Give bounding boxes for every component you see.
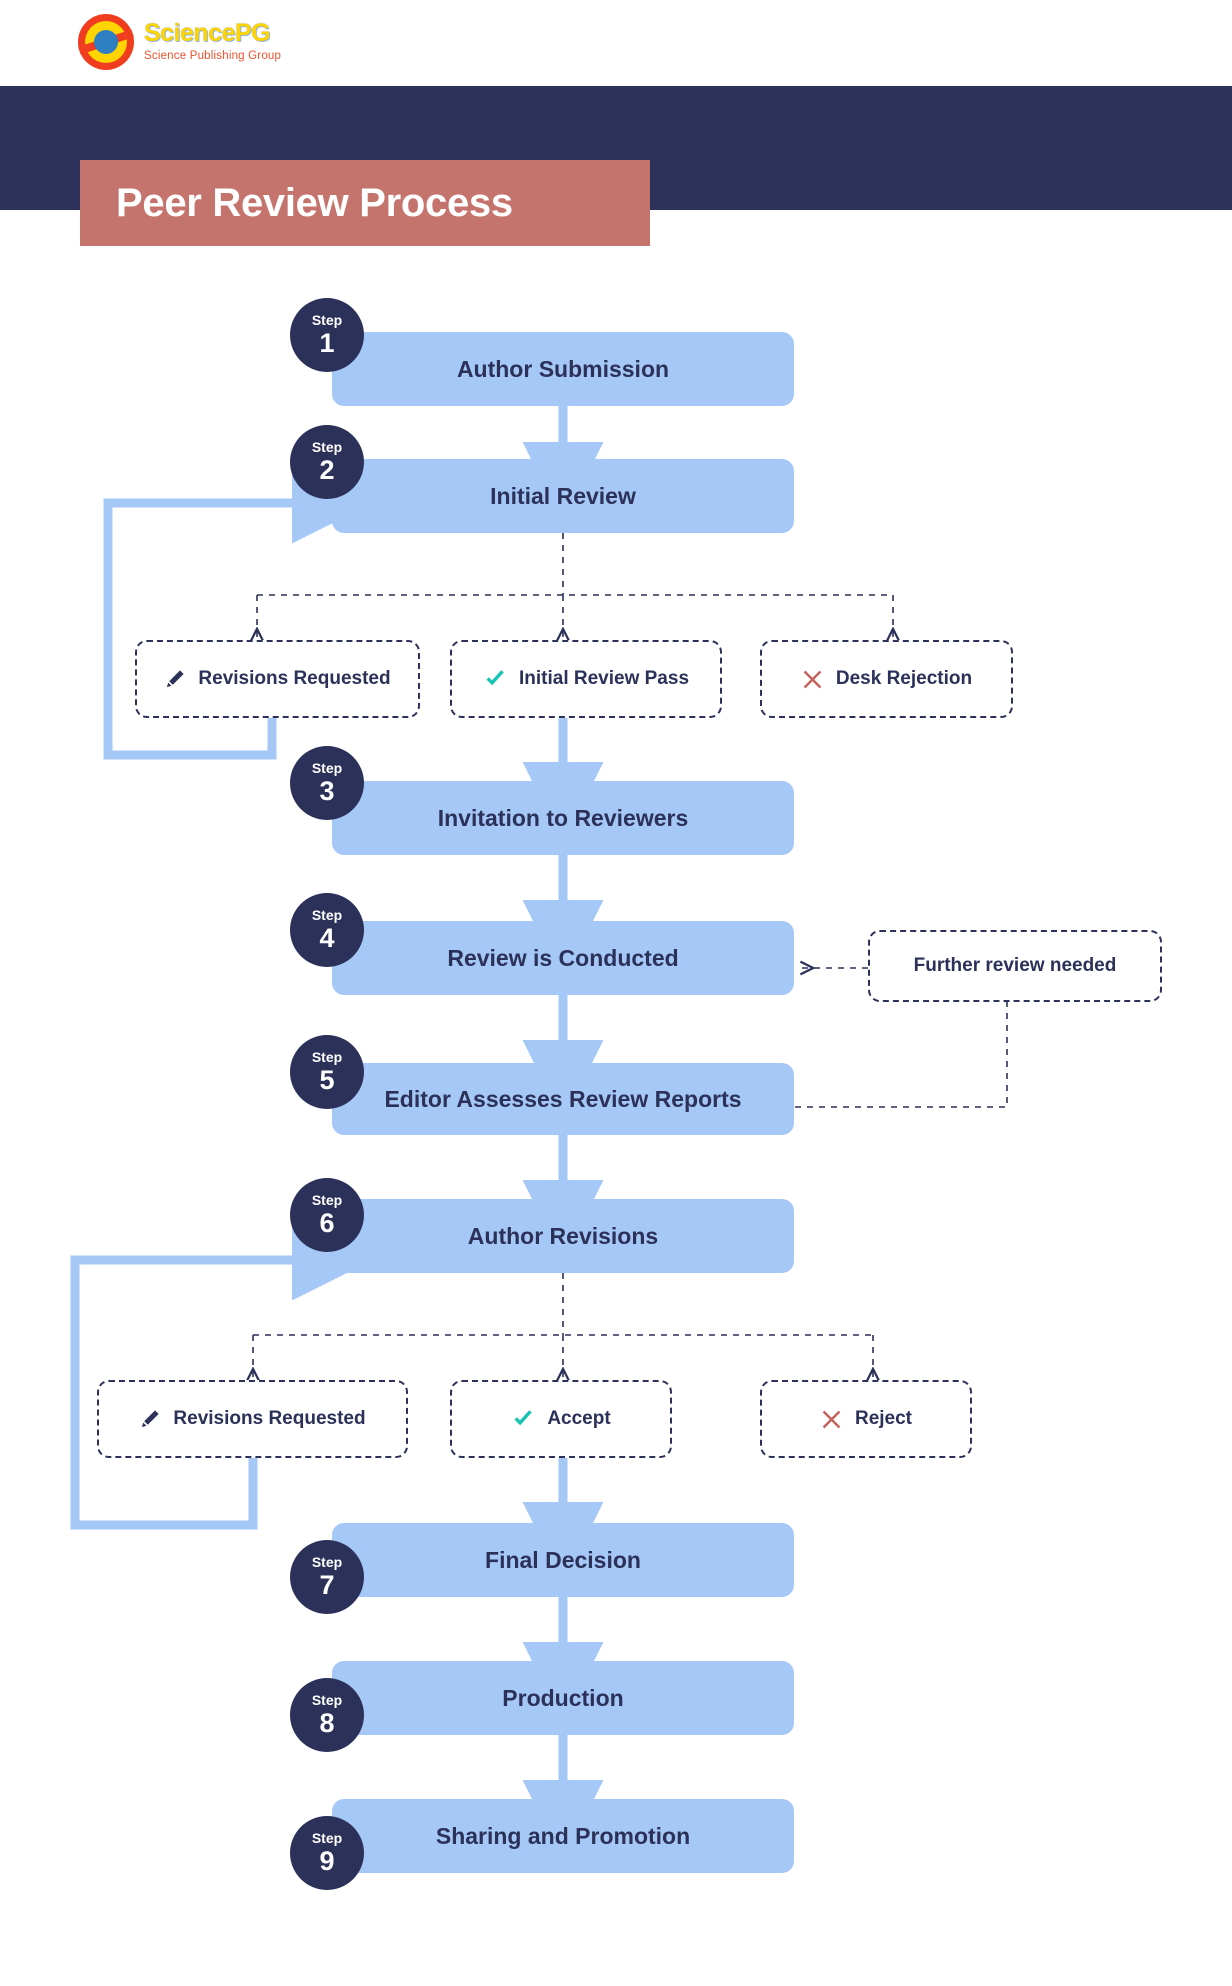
step-label-2: Initial Review — [490, 482, 636, 509]
step-box-review-is-conducted[interactable]: Review is Conducted — [332, 921, 794, 995]
step-box-initial-review[interactable]: Initial Review — [332, 459, 794, 533]
brand-name: SciencePG — [144, 19, 271, 48]
page-title: Peer Review Process — [116, 180, 513, 225]
check-icon — [483, 667, 507, 691]
step-badge-label-9: Step — [311, 1829, 343, 1846]
decision-box-reject[interactable]: Reject — [760, 1380, 972, 1458]
step-box-editor-assesses-review-reports[interactable]: Editor Assesses Review Reports — [332, 1063, 794, 1135]
decision-label-desk-rejection: Desk Rejection — [835, 668, 973, 689]
step-badge-number-5: 5 — [319, 1064, 335, 1095]
step-box-invitation-to-reviewers[interactable]: Invitation to Reviewers — [332, 781, 794, 855]
decision-box-accept[interactable]: Accept — [450, 1380, 672, 1458]
step-badge-label-5: Step — [311, 1048, 343, 1065]
page-title-box: Peer Review Process — [80, 160, 650, 246]
brand-tagline: Science Publishing Group — [144, 50, 282, 63]
step-badge-number-6: 6 — [319, 1207, 335, 1238]
step-label-9: Sharing and Promotion — [435, 1822, 691, 1849]
step-badge-label-1: Step — [311, 311, 343, 328]
step-badge-label-6: Step — [311, 1191, 343, 1208]
step-badge-9: Step 9 — [290, 1816, 364, 1890]
decision-label-accept: Accept — [547, 1408, 611, 1429]
step-box-author-revisions[interactable]: Author Revisions — [332, 1199, 794, 1273]
step-box-author-submission[interactable]: Author Submission — [332, 332, 794, 406]
side-note-further-review-needed[interactable]: Further review needed — [868, 930, 1162, 1002]
brand-text: SciencePG Science Publishing Group — [144, 21, 281, 63]
step-box-sharing-and-promotion[interactable]: Sharing and Promotion — [332, 1799, 794, 1873]
step-badge-number-1: 1 — [319, 327, 335, 358]
step-box-final-decision[interactable]: Final Decision — [332, 1523, 794, 1597]
decision-label-initial-review-pass: Initial Review Pass — [518, 668, 690, 689]
step-badge-label-8: Step — [311, 1691, 343, 1708]
step-badge-label-3: Step — [311, 759, 343, 776]
side-note-label: Further review needed — [913, 955, 1117, 976]
step-badge-2: Step 2 — [290, 425, 364, 499]
step-badge-number-2: 2 — [319, 454, 335, 485]
step-box-production[interactable]: Production — [332, 1661, 794, 1735]
decision-box-initial-review-pass[interactable]: Initial Review Pass — [450, 640, 722, 718]
step-badge-label-4: Step — [311, 906, 343, 923]
step-label-6: Author Revisions — [467, 1222, 659, 1249]
cross-icon — [820, 1408, 843, 1431]
step-label-3: Invitation to Reviewers — [437, 804, 689, 831]
step-badge-number-3: 3 — [319, 775, 335, 806]
step-badge-3: Step 3 — [290, 746, 364, 820]
decision-label-revisions-requested-2: Revisions Requested — [173, 1408, 366, 1429]
check-icon — [511, 1407, 535, 1431]
brand-logo: SciencePG Science Publishing Group — [78, 14, 281, 70]
decision-box-desk-rejection[interactable]: Desk Rejection — [760, 640, 1013, 718]
pencil-icon — [139, 1408, 161, 1430]
logo-bar: SciencePG Science Publishing Group — [0, 0, 1232, 86]
step-label-1: Author Submission — [456, 355, 670, 382]
sciencepg-circle-logo-icon — [78, 14, 134, 70]
step-label-8: Production — [502, 1684, 624, 1711]
step-badge-5: Step 5 — [290, 1035, 364, 1109]
step-badge-6: Step 6 — [290, 1178, 364, 1252]
step-badge-7: Step 7 — [290, 1540, 364, 1614]
step-badge-number-9: 9 — [319, 1845, 335, 1876]
step-badge-4: Step 4 — [290, 893, 364, 967]
step-label-7: Final Decision — [485, 1546, 641, 1573]
step-badge-number-4: 4 — [319, 922, 335, 953]
step-badge-1: Step 1 — [290, 298, 364, 372]
decision-label-revisions-requested-1: Revisions Requested — [198, 668, 391, 689]
decision-label-reject: Reject — [854, 1408, 913, 1429]
decision-box-revisions-requested-2[interactable]: Revisions Requested — [97, 1380, 408, 1458]
step-badge-number-8: 8 — [319, 1707, 335, 1738]
step-badge-label-7: Step — [311, 1553, 343, 1570]
step-label-5: Editor Assesses Review Reports — [384, 1085, 742, 1112]
step-badge-number-7: 7 — [319, 1569, 335, 1600]
pencil-icon — [164, 668, 186, 690]
step-badge-label-2: Step — [311, 438, 343, 455]
cross-icon — [801, 668, 824, 691]
decision-box-revisions-requested-1[interactable]: Revisions Requested — [135, 640, 420, 718]
step-badge-8: Step 8 — [290, 1678, 364, 1752]
step-label-4: Review is Conducted — [447, 944, 679, 971]
